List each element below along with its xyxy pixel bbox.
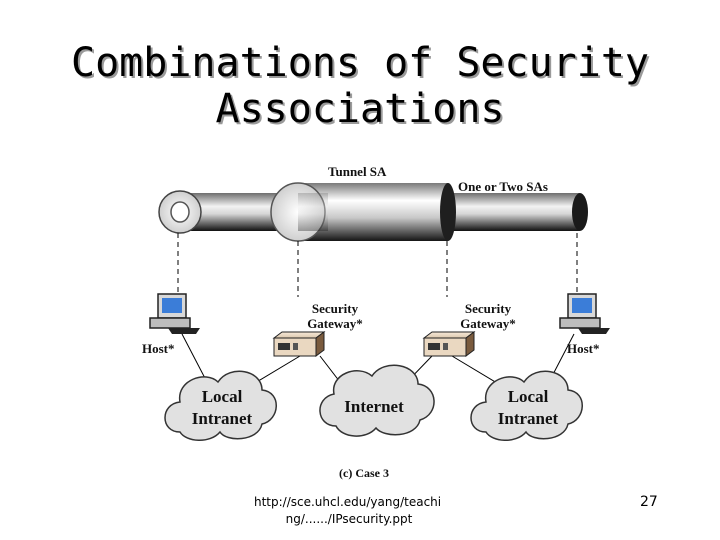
host-right-computer <box>559 293 610 334</box>
gateway-left-router <box>272 331 326 357</box>
gateway-right-label-line2: Gateway* <box>460 316 516 331</box>
gateway-left-label: Security Gateway* <box>300 301 370 331</box>
cloud-internet <box>319 364 435 437</box>
one-or-two-sas-label: One or Two SAs <box>458 179 548 194</box>
cloud-left-label-line1: Local <box>201 387 243 406</box>
gateway-right-router <box>422 331 476 357</box>
cloud-local-intranet-left <box>164 370 277 441</box>
tunnel-sa-pipe <box>270 182 456 242</box>
gateway-right-label: Security Gateway* <box>452 301 524 331</box>
gateway-right-label-line1: Security <box>464 301 512 316</box>
footer-url-line2: ng/....../IPsecurity.ppt <box>285 512 413 526</box>
gateway-left-label-line2: Gateway* <box>307 316 363 331</box>
cloud-left-label: Local Intranet <box>180 386 264 430</box>
slide-title: Combinations of Security Associations <box>0 40 720 132</box>
diagram-caption: (c) Case 3 <box>339 466 389 480</box>
cloud-right-label: Local Intranet <box>486 386 570 430</box>
page-number: 27 <box>640 494 658 510</box>
host-left-computer <box>149 293 200 334</box>
cloud-local-intranet-right <box>470 370 583 441</box>
network-links <box>181 333 575 387</box>
footer-url: http://sce.uhcl.edu/yang/teachi ng/.....… <box>254 494 484 528</box>
host-left-label: Host* <box>142 341 175 356</box>
tunnel-sa-label: Tunnel SA <box>328 164 387 179</box>
cloud-left-label-line2: Intranet <box>191 409 253 428</box>
title-line-2: Associations <box>215 86 505 132</box>
title-line-1: Combinations of Security <box>71 40 649 86</box>
cloud-right-label-line2: Intranet <box>497 409 559 428</box>
dashed-drop-lines <box>177 233 578 297</box>
cloud-center-label: Internet <box>344 397 404 416</box>
gateway-left-label-line1: Security <box>311 301 359 316</box>
footer-url-line1: http://sce.uhcl.edu/yang/teachi <box>254 495 442 509</box>
host-right-label: Host* <box>567 341 600 356</box>
cloud-right-label-line1: Local <box>507 387 549 406</box>
